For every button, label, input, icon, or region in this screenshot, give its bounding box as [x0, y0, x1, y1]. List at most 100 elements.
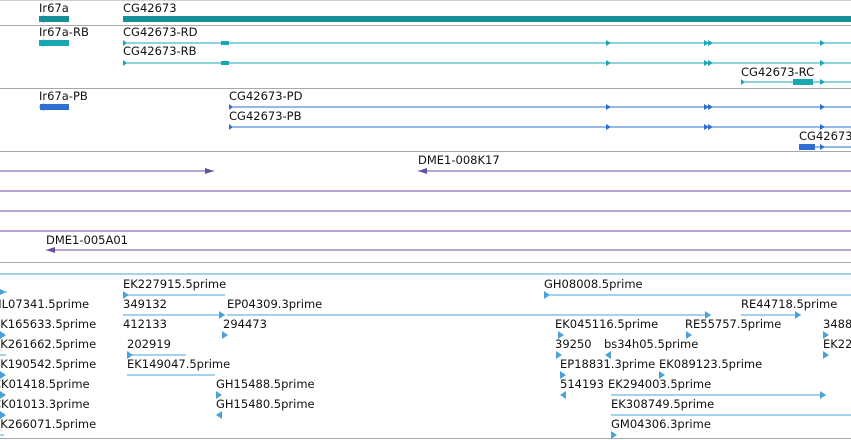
- transcript-exon-arrow: [606, 60, 611, 66]
- protein-exon-arrow: [708, 104, 713, 110]
- protein-exon-arrow: [606, 124, 611, 130]
- protein-exon-arrow: [704, 124, 709, 130]
- est-label[interactable]: EK045116.5prime: [555, 317, 659, 331]
- protein-label-cg42673[interactable]: CG42673: [799, 129, 851, 143]
- protein-exon-arrow: [820, 144, 825, 150]
- est-arrow: [216, 411, 222, 419]
- protein-glyphs: [39, 103, 851, 150]
- est-label[interactable]: GH08008.5prime: [544, 277, 643, 291]
- est-arrow: [823, 351, 829, 359]
- est-arrow: [0, 331, 6, 339]
- gene-track-top-border: [0, 0, 851, 1]
- est-arrow: [544, 291, 550, 299]
- clone-label-dme1-005a01[interactable]: DME1-005A01: [46, 233, 128, 247]
- est-label[interactable]: CK01013.3prime: [0, 397, 90, 411]
- transcript-exon-arrow: [820, 40, 825, 46]
- est-arrow: [0, 391, 6, 399]
- est-arrow: [222, 331, 228, 339]
- gene-arrow-ir67a: [39, 15, 44, 23]
- est-label[interactable]: 39250: [555, 337, 592, 351]
- separator-3: [0, 151, 851, 152]
- est-label[interactable]: 412133: [123, 317, 167, 331]
- est-label[interactable]: EK227915.5prime: [123, 277, 227, 291]
- est-glyphs: [0, 273, 851, 439]
- separator-4: [0, 262, 851, 263]
- est-label[interactable]: RE55757.5prime: [685, 317, 782, 331]
- protein-start-marker: [229, 124, 233, 130]
- clone-end-marker: [418, 168, 427, 174]
- est-label[interactable]: 294473: [223, 317, 267, 331]
- est-label[interactable]: EK294003.5prime: [608, 377, 712, 391]
- gene-bar-cg42673[interactable]: [123, 16, 851, 22]
- est-arrow: [219, 311, 225, 319]
- clone-track: DME1-008K17 DME1-005A01: [0, 152, 851, 262]
- est-label[interactable]: EK261662.5prime: [0, 337, 97, 351]
- est-arrow: [823, 331, 829, 339]
- protein-exon-arrow: [820, 124, 825, 130]
- est-label[interactable]: EP04309.3prime: [227, 297, 323, 311]
- est-label[interactable]: 3488: [823, 317, 851, 331]
- transcript-exon[interactable]: [793, 79, 813, 85]
- transcript-label-cg42673-rc[interactable]: CG42673-RC: [741, 65, 815, 79]
- transcript-exon-arrow: [820, 60, 825, 66]
- est-label[interactable]: EK149047.5prime: [127, 357, 231, 371]
- est-arrow: [123, 291, 129, 299]
- est-label[interactable]: 349132: [123, 297, 167, 311]
- protein-start-marker: [229, 104, 233, 110]
- est-label[interactable]: bs34h05.5prime: [604, 337, 699, 351]
- protein-label-cg42673-pd[interactable]: CG42673-PD: [229, 89, 303, 103]
- transcript-label-ir67a-rb[interactable]: Ir67a-RB: [39, 25, 89, 39]
- transcript-arrow: [39, 39, 44, 47]
- gene-bar-ir67a[interactable]: [39, 16, 69, 22]
- est-label[interactable]: EK089123.5prime: [659, 357, 763, 371]
- est-arrow: [795, 311, 801, 319]
- gene-label-ir67a[interactable]: Ir67a: [39, 1, 69, 15]
- est-label[interactable]: 514193: [560, 377, 604, 391]
- est-arrow: [659, 371, 665, 379]
- est-label[interactable]: RE44718.5prime: [741, 297, 838, 311]
- est-label[interactable]: GM04306.3prime: [611, 417, 711, 431]
- protein-label-cg42673-pb[interactable]: CG42673-PB: [229, 109, 302, 123]
- protein-exon-arrow: [704, 104, 709, 110]
- est-label[interactable]: CK01418.5prime: [0, 377, 90, 391]
- transcript-exon-arrow: [606, 40, 611, 46]
- est-arrow: [0, 371, 6, 379]
- est-label[interactable]: EK308749.5prime: [611, 397, 715, 411]
- est-label[interactable]: GH15488.5prime: [216, 377, 315, 391]
- est-arrow: [0, 411, 6, 419]
- transcript-exon-ir67a-rb[interactable]: [39, 40, 69, 46]
- transcript-label-cg42673-rd[interactable]: CG42673-RD: [123, 25, 198, 39]
- est-label[interactable]: EP18831.3prime: [560, 357, 656, 371]
- protein-exon-arrow: [820, 104, 825, 110]
- transcript-exon-arrow: [704, 60, 709, 66]
- clone-end-marker: [205, 168, 214, 174]
- separator-2: [0, 88, 851, 89]
- transcript-label-cg42673-rb[interactable]: CG42673-RB: [123, 44, 197, 58]
- transcript-start-marker: [123, 40, 127, 46]
- clone-label-dme1-008k17[interactable]: DME1-008K17: [418, 153, 500, 167]
- est-label[interactable]: EK22: [823, 337, 851, 351]
- transcript-start-marker: [123, 60, 127, 66]
- protein-label-ir67a-pb[interactable]: Ir67a-PB: [39, 89, 88, 103]
- est-label[interactable]: EK190542.5prime: [0, 357, 97, 371]
- transcript-track: Ir67a-RB CG42673-RD CG42673-RB CG42673-R…: [0, 26, 851, 88]
- est-arrow: [216, 391, 222, 399]
- separator-1: [0, 25, 851, 26]
- protein-track: Ir67a-PB CG42673-PD CG42673-PB CG42673: [0, 89, 851, 151]
- est-label[interactable]: HL07341.5prime: [0, 297, 90, 311]
- est-label[interactable]: EK266071.5prime: [0, 417, 97, 431]
- transcript-exon[interactable]: [221, 61, 229, 65]
- est-arrow: [560, 371, 566, 379]
- separator-bottom: [0, 438, 851, 439]
- protein-bar-ir67a-pb[interactable]: [40, 104, 69, 110]
- transcript-glyphs: [39, 39, 851, 85]
- gene-label-cg42673[interactable]: CG42673: [123, 1, 177, 15]
- protein-exon-arrow: [708, 124, 713, 130]
- protein-arrow: [39, 103, 44, 111]
- transcript-exon[interactable]: [221, 41, 229, 45]
- est-label[interactable]: 202919: [127, 337, 171, 351]
- est-arrow: [611, 431, 617, 439]
- protein-exon[interactable]: [799, 144, 815, 150]
- est-label[interactable]: GH15480.5prime: [216, 397, 315, 411]
- est-label[interactable]: EK165633.5prime: [0, 317, 97, 331]
